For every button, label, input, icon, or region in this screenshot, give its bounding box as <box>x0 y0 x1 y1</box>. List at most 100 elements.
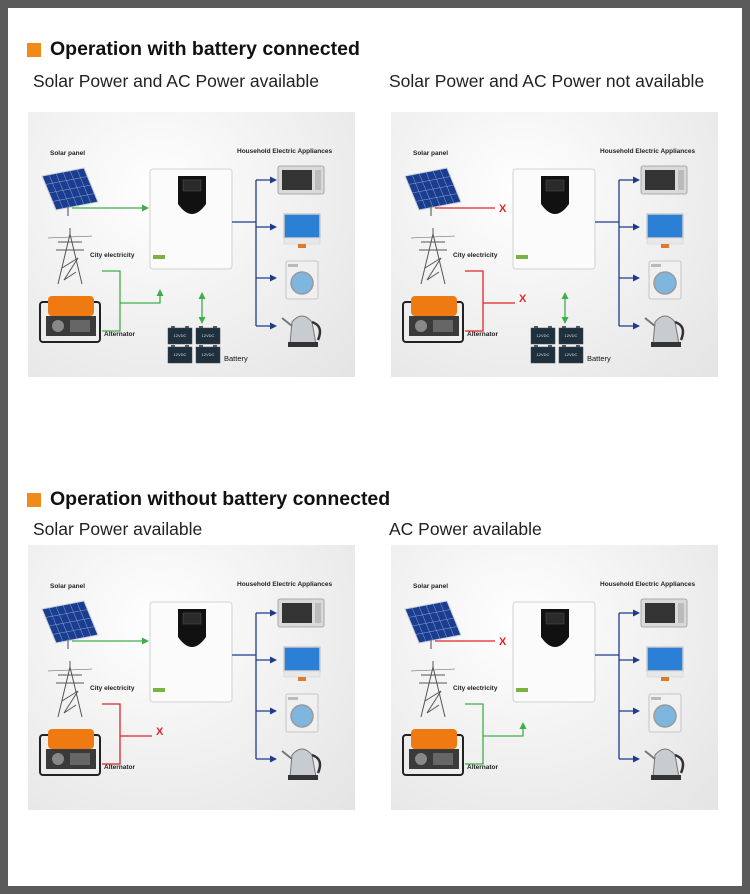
arrowhead <box>270 707 277 715</box>
solar-panel-icon <box>41 167 99 216</box>
power-pylon-icon <box>47 661 93 718</box>
arrowhead <box>270 755 277 763</box>
battery-icon: 12VDC <box>530 326 556 345</box>
alternator-label: Alternator <box>467 764 499 771</box>
fail-x-mark: X <box>499 636 507 648</box>
city-electricity-label: City electricity <box>90 685 135 692</box>
arrowhead <box>270 656 277 664</box>
solar-panel-icon <box>404 167 462 216</box>
battery-icon: 12VDC <box>167 345 193 364</box>
orange-square-icon <box>27 42 41 57</box>
battery-icon: 12VDC <box>530 345 556 364</box>
arrowhead <box>270 223 277 231</box>
arrowhead <box>198 317 206 324</box>
arrowhead <box>633 322 640 330</box>
solar-panel-label: Solar panel <box>413 150 448 157</box>
section-title-with-battery: Operation with battery connected <box>27 38 360 61</box>
battery-unit-label: 12VDC <box>537 352 550 357</box>
solar-panel-label: Solar panel <box>50 150 85 157</box>
power-pylon-icon <box>47 228 93 285</box>
battery-label: Battery <box>224 354 248 363</box>
inverter-icon <box>512 601 596 703</box>
section-title-without-battery: Operation without battery connected <box>27 488 390 511</box>
section-title-text: Operation without battery connected <box>50 488 391 510</box>
microwave-icon <box>277 165 325 195</box>
generator-icon <box>402 729 464 776</box>
washing-machine-icon <box>648 260 682 300</box>
battery-unit-label: 12VDC <box>565 352 578 357</box>
inverter-icon <box>149 168 233 270</box>
fail-x-mark: X <box>499 203 507 215</box>
solar-panel-icon <box>404 600 462 649</box>
panel-subtitle: Solar Power and AC Power available <box>33 71 319 91</box>
arrowhead <box>561 317 569 324</box>
ac-line-active <box>465 703 527 765</box>
arrowhead <box>270 609 277 617</box>
solar-line-inactive: X <box>435 203 507 215</box>
microwave-icon <box>277 598 325 628</box>
battery-icon: 12VDC <box>195 326 221 345</box>
arrowhead <box>156 289 164 296</box>
solar-line-active <box>72 637 149 645</box>
solar-line-active <box>72 204 149 212</box>
arrowhead <box>270 274 277 282</box>
load-bus <box>232 612 274 760</box>
arrowhead <box>633 176 640 184</box>
arrowhead <box>142 637 149 645</box>
generator-icon <box>39 729 101 776</box>
microwave-icon <box>640 598 688 628</box>
appliances-label: Household Electric Appliances <box>600 581 696 588</box>
solar-line-inactive: X <box>435 636 507 648</box>
kettle-icon <box>644 315 685 347</box>
battery-icon: 12VDC <box>167 326 193 345</box>
washing-machine-icon <box>285 260 319 300</box>
monitor-icon <box>283 213 321 248</box>
solar-panel-label: Solar panel <box>413 583 448 590</box>
ac-line-inactive: X <box>102 703 164 765</box>
fail-x-mark: X <box>519 293 527 305</box>
city-electricity-label: City electricity <box>90 252 135 259</box>
city-electricity-label: City electricity <box>453 685 498 692</box>
alternator-label: Alternator <box>104 764 136 771</box>
solar-panel-icon <box>41 600 99 649</box>
arrowhead <box>633 274 640 282</box>
arrowhead <box>633 707 640 715</box>
arrowhead <box>633 656 640 664</box>
washing-machine-icon <box>285 693 319 733</box>
appliances-label: Household Electric Appliances <box>600 148 696 155</box>
monitor-icon <box>646 646 684 681</box>
monitor-icon <box>283 646 321 681</box>
arrowhead <box>270 322 277 330</box>
arrowhead <box>198 292 206 299</box>
kettle-icon <box>281 748 322 780</box>
arrowhead <box>633 755 640 763</box>
washing-machine-icon <box>648 693 682 733</box>
appliances-label: Household Electric Appliances <box>237 581 333 588</box>
arrowhead <box>561 292 569 299</box>
arrowhead <box>633 223 640 231</box>
kettle-icon <box>644 748 685 780</box>
battery-unit-label: 12VDC <box>537 333 550 338</box>
section-title-text: Operation with battery connected <box>50 38 360 60</box>
generator-icon <box>402 296 464 343</box>
inverter-icon <box>149 601 233 703</box>
city-electricity-label: City electricity <box>453 252 498 259</box>
load-bus <box>595 612 637 760</box>
arrowhead <box>519 722 527 729</box>
panel-subtitle: Solar Power and AC Power not available <box>389 71 705 91</box>
power-pylon-icon <box>410 228 456 285</box>
fail-x-mark: X <box>156 726 164 738</box>
alternator-label: Alternator <box>104 331 136 338</box>
load-bus <box>595 179 637 327</box>
inverter-icon <box>512 168 596 270</box>
power-pylon-icon <box>410 661 456 718</box>
